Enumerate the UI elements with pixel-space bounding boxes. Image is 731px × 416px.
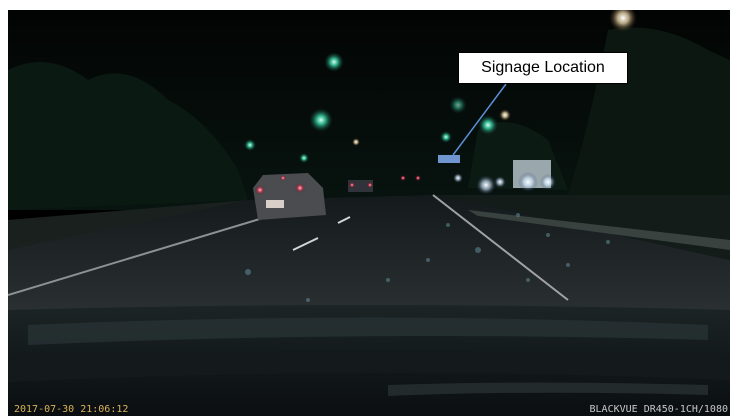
night-road-scene [8, 10, 730, 416]
car-ahead [253, 173, 326, 220]
callout-arrow [452, 83, 507, 156]
timestamp-overlay: 2017-07-30 21:06:12 [14, 404, 129, 415]
signage-glow [438, 155, 460, 163]
callout-label: Signage Location [481, 59, 605, 76]
dashcam-frame: Signage Location 2017-07-30 21:06:12 BLA… [8, 10, 730, 416]
distant-car [348, 180, 373, 192]
camera-model-overlay: BLACKVUE DR450-1CH/1080 [589, 404, 728, 415]
signage-location-callout: Signage Location [458, 52, 628, 84]
oncoming-truck [513, 160, 556, 192]
